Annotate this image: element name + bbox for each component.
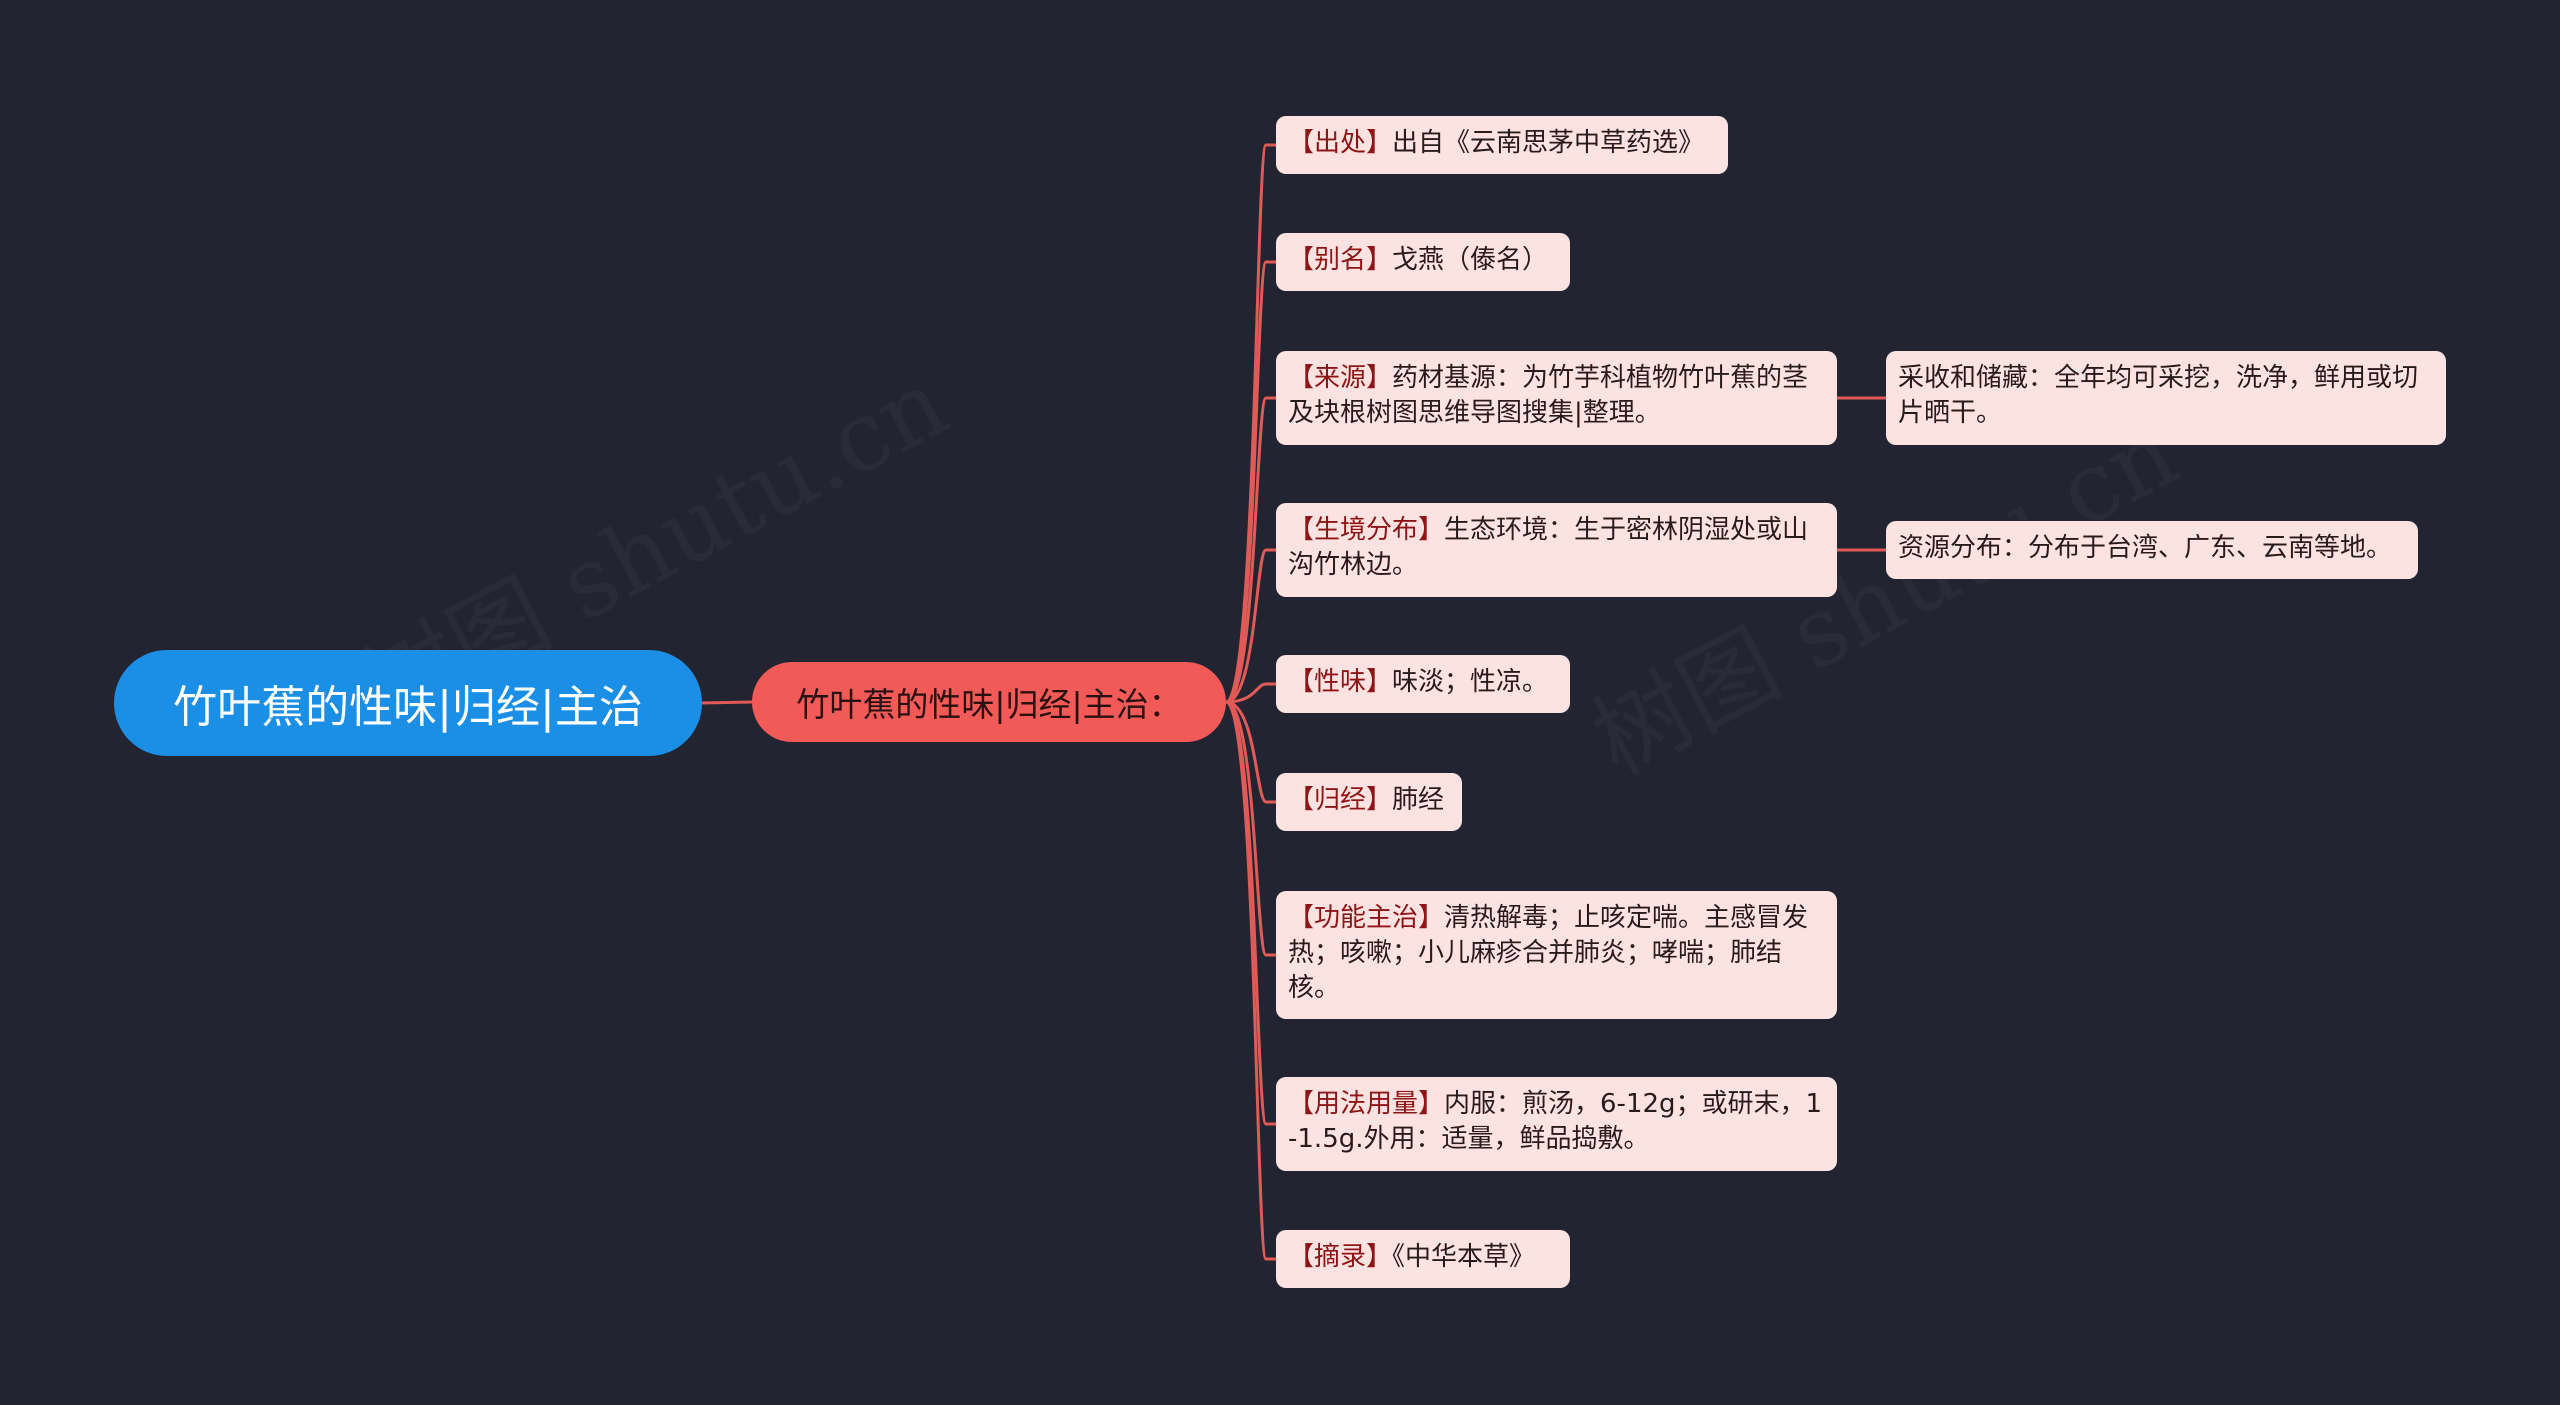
root-topic[interactable]: 竹叶蕉的性味|归经|主治 <box>114 650 702 756</box>
connector-branch-leaf <box>1225 143 1276 704</box>
leaf-alias[interactable]: 【别名】戈燕（傣名） <box>1276 233 1570 291</box>
leaf-text: 味淡；性凉。 <box>1392 667 1549 697</box>
leaf-tag: 【来源】 <box>1288 363 1393 393</box>
leaf-text: 《中华本草》 <box>1392 1242 1536 1272</box>
leaf-text: 生态环境：生于密林阴湿处或山沟竹林边。 <box>1288 515 1809 580</box>
subleaf-text: 采收和储藏：全年均可采挖，洗净，鲜用或切片晒干。 <box>1898 363 2419 428</box>
subleaf-harvest[interactable]: 采收和储藏：全年均可采挖，洗净，鲜用或切片晒干。 <box>1886 351 2446 445</box>
leaf-text: 清热解毒；止咳定喘。主感冒发热；咳嗽；小儿麻疹合并肺炎；哮喘；肺结核。 <box>1288 903 1809 1003</box>
root-topic-label: 竹叶蕉的性味|归经|主治 <box>173 682 643 733</box>
leaf-meridian[interactable]: 【归经】肺经 <box>1276 773 1462 831</box>
connector-branch-leaf <box>1225 682 1276 704</box>
leaf-tag: 【出处】 <box>1288 128 1393 158</box>
connector-branch-leaf <box>1225 548 1276 704</box>
branch-topic-label: 竹叶蕉的性味|归经|主治： <box>796 685 1182 724</box>
subleaf-text: 资源分布：分布于台湾、广东、云南等地。 <box>1898 533 2393 563</box>
leaf-tag: 【摘录】 <box>1288 1242 1393 1272</box>
leaf-source[interactable]: 【出处】出自《云南思茅中草药选》 <box>1276 116 1728 174</box>
connector-branch-leaf <box>1225 700 1276 957</box>
leaf-text: 药材基源：为竹芋科植物竹叶蕉的茎及块根树图思维导图搜集|整理。 <box>1288 363 1809 428</box>
subleaf-distribution[interactable]: 资源分布：分布于台湾、广东、云南等地。 <box>1886 521 2418 579</box>
leaf-tag: 【生境分布】 <box>1288 515 1445 545</box>
leaf-dosage[interactable]: 【用法用量】内服：煎汤，6-12g；或研末，1-1.5g.外用：适量，鲜品捣敷。 <box>1276 1077 1837 1171</box>
leaf-text: 肺经 <box>1392 785 1445 815</box>
leaf-text: 戈燕（傣名） <box>1392 245 1549 275</box>
connector-root-branch <box>701 700 753 705</box>
leaf-nature-taste[interactable]: 【性味】味淡；性凉。 <box>1276 655 1570 713</box>
connector-branch-leaf <box>1225 700 1276 804</box>
leaf-indications[interactable]: 【功能主治】清热解毒；止咳定喘。主感冒发热；咳嗽；小儿麻疹合并肺炎；哮喘；肺结核… <box>1276 891 1837 1019</box>
leaf-origin[interactable]: 【来源】药材基源：为竹芋科植物竹叶蕉的茎及块根树图思维导图搜集|整理。 <box>1276 351 1837 445</box>
leaf-tag: 【用法用量】 <box>1288 1089 1445 1119</box>
leaf-text: 出自《云南思茅中草药选》 <box>1392 128 1705 158</box>
leaf-tag: 【功能主治】 <box>1288 903 1445 933</box>
connector-branch-leaf <box>1225 396 1276 704</box>
leaf-habitat[interactable]: 【生境分布】生态环境：生于密林阴湿处或山沟竹林边。 <box>1276 503 1837 597</box>
leaf-tag: 【归经】 <box>1288 785 1393 815</box>
connector-branch-leaf <box>1225 700 1276 1261</box>
leaf-tag: 【性味】 <box>1288 667 1393 697</box>
leaf-text: 内服：煎汤，6-12g；或研末，1-1.5g.外用：适量，鲜品捣敷。 <box>1288 1089 1823 1154</box>
connector-branch-leaf <box>1225 260 1276 704</box>
branch-topic[interactable]: 竹叶蕉的性味|归经|主治： <box>752 662 1226 742</box>
leaf-tag: 【别名】 <box>1288 245 1393 275</box>
leaf-excerpt[interactable]: 【摘录】《中华本草》 <box>1276 1230 1570 1288</box>
